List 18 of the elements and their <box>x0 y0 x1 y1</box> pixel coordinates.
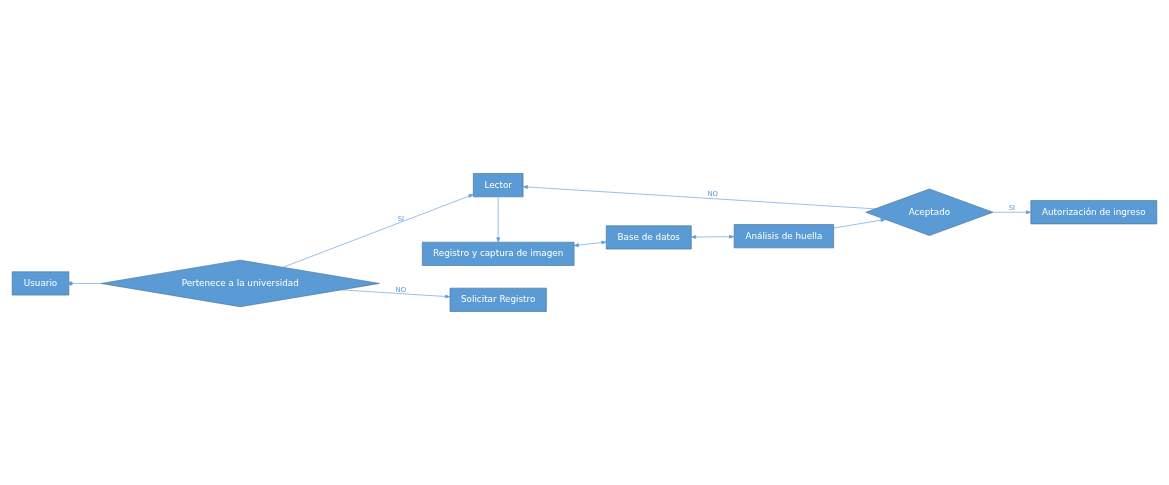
node-box: Lector <box>473 173 524 198</box>
node-box: Análisis de huella <box>733 224 834 249</box>
node-box: Base de datos <box>605 225 692 250</box>
arrow <box>282 194 474 268</box>
arrow <box>833 218 886 229</box>
arrow <box>992 210 1032 215</box>
node-diamond: Pertenece a la universidad <box>100 259 380 308</box>
node-box: Solicitar Registro <box>449 287 547 312</box>
arrow <box>496 196 501 243</box>
node-box: Usuario <box>11 271 70 296</box>
arrow <box>522 185 876 210</box>
connector <box>68 281 102 286</box>
node-diamond: Aceptado <box>865 188 994 236</box>
arrow <box>573 240 607 247</box>
node-box: Registro y captura de imagen <box>421 241 575 266</box>
arrow <box>340 289 451 299</box>
arrow <box>691 234 735 239</box>
node-box: Autorización de ingreso <box>1030 200 1158 225</box>
